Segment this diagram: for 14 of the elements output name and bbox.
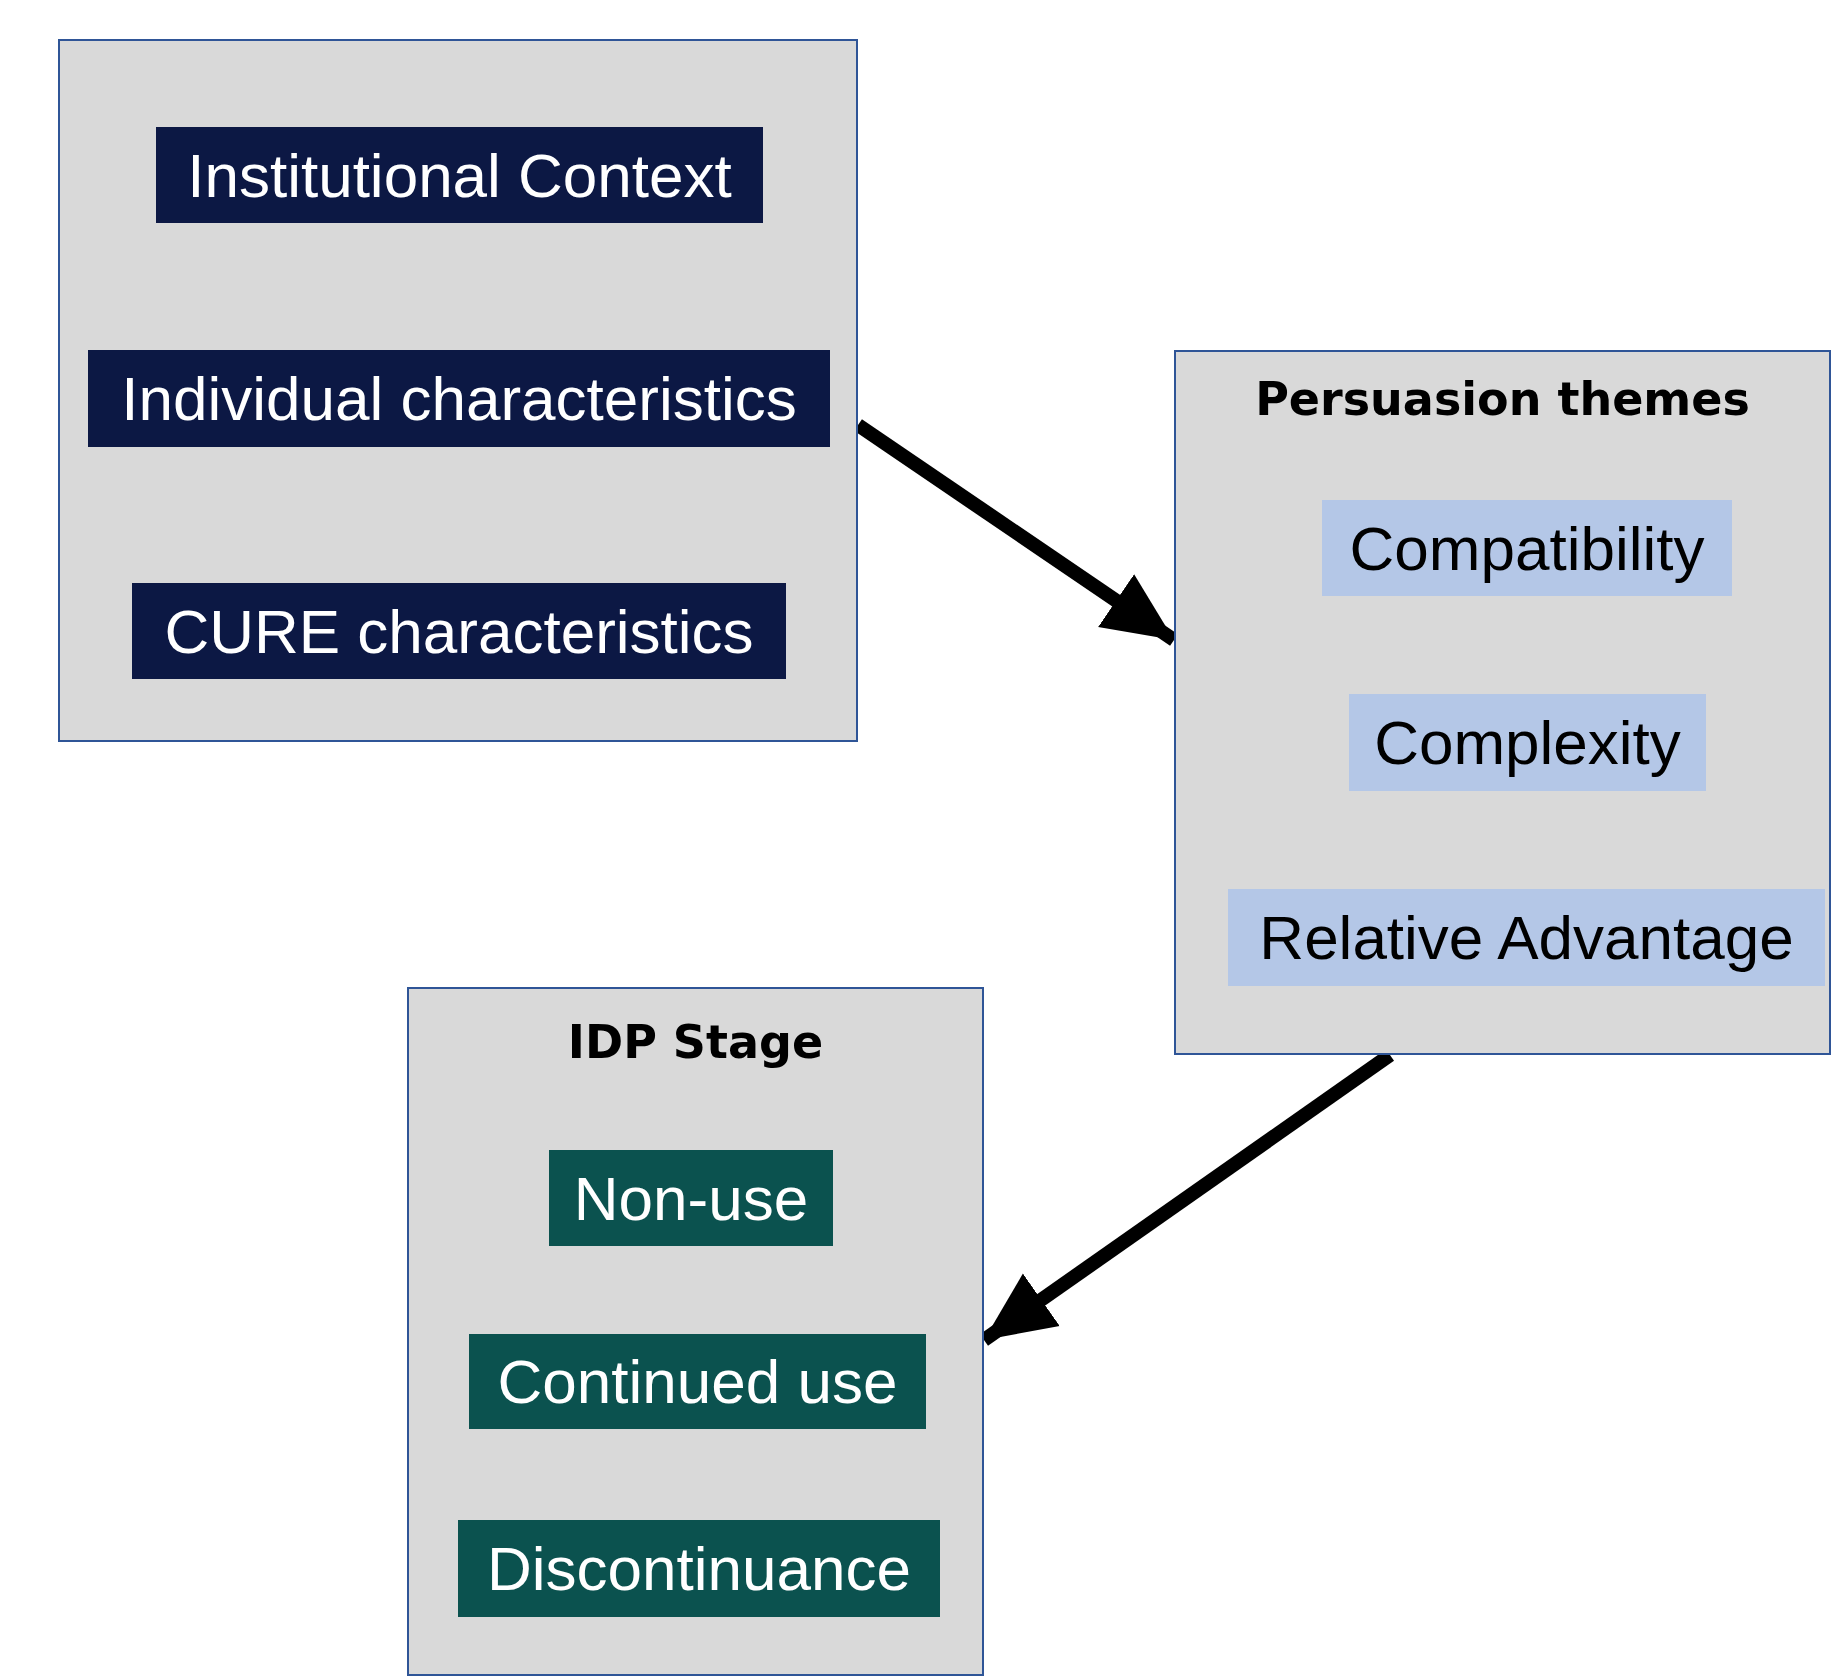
factor-label: Relative Advantage — [1228, 889, 1825, 986]
factor-label: Discontinuance — [458, 1520, 940, 1617]
factor-label: Individual characteristics — [88, 350, 830, 447]
group-panel — [407, 987, 984, 1676]
factor-label: Continued use — [469, 1334, 926, 1429]
factor-label: Institutional Context — [156, 127, 763, 223]
panel-title: Persuasion themes — [1254, 372, 1751, 426]
factor-label: Compatibility — [1322, 500, 1732, 596]
factor-label: Complexity — [1349, 694, 1706, 791]
factor-label: CURE characteristics — [132, 583, 786, 679]
panel-title: IDP Stage — [566, 1015, 825, 1069]
factor-label: Non-use — [549, 1150, 833, 1246]
group-panel — [58, 39, 858, 742]
group-panel — [1174, 350, 1831, 1055]
